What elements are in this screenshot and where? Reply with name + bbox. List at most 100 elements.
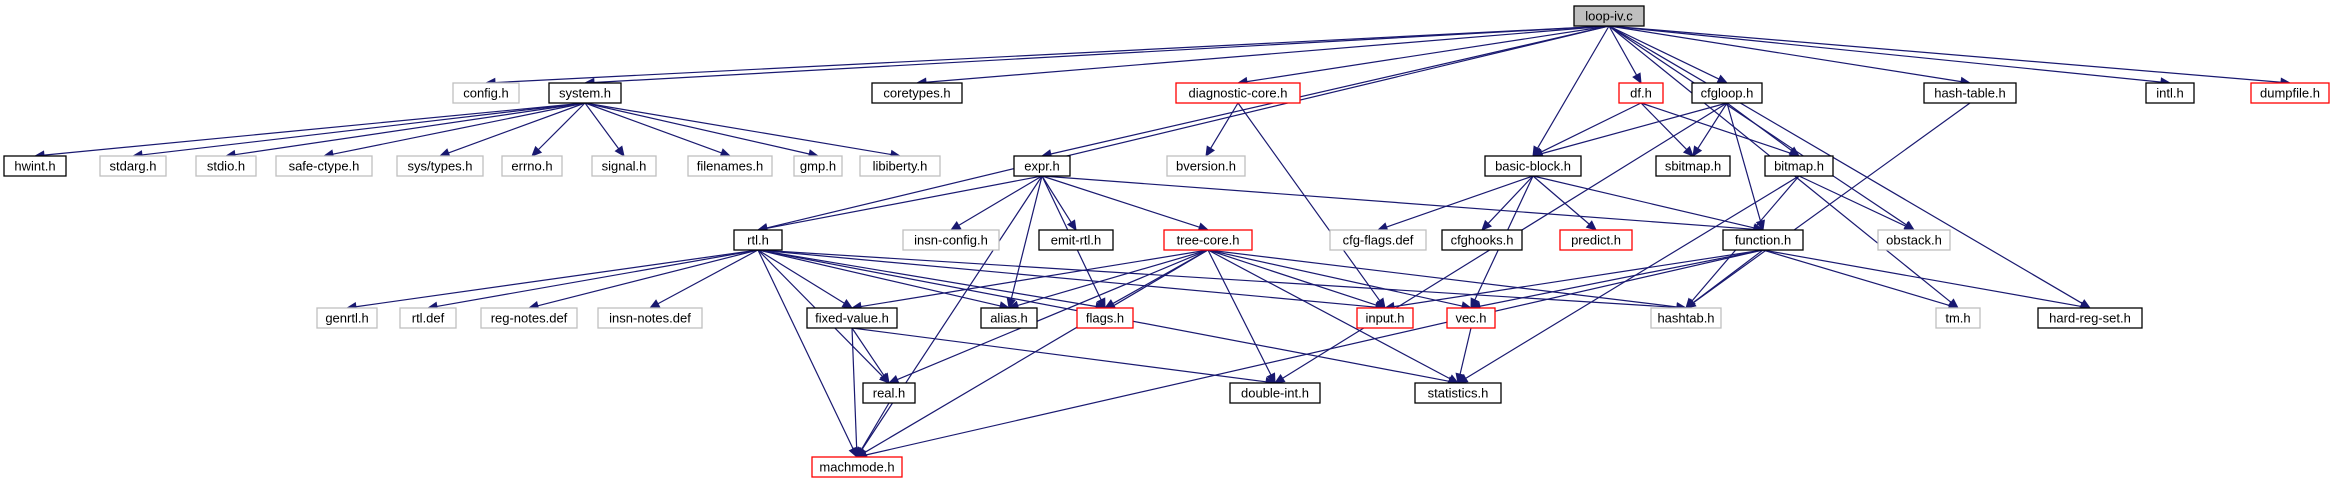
node-label: intl.h <box>2156 86 2183 101</box>
edge-system-h-to-stdarg-h <box>141 102 586 156</box>
node-bversion-h: bversion.h <box>1166 155 1246 177</box>
node-hwint-h[interactable]: hwint.h <box>3 155 67 177</box>
node-df-h[interactable]: df.h <box>1618 82 1664 104</box>
node-diagnostic-core-h[interactable]: diagnostic-core.h <box>1175 82 1301 104</box>
node-box <box>1573 5 1645 27</box>
node-reg-notes-def: reg-notes.def <box>480 307 578 329</box>
node-cfgloop-h[interactable]: cfgloop.h <box>1691 82 1763 104</box>
node-coretypes-h[interactable]: coretypes.h <box>871 82 963 104</box>
edge-loop-iv-c-to-config-h <box>494 25 1610 84</box>
edge-rtl-h-to-machmode-h <box>757 249 854 450</box>
edge-arrowhead <box>856 446 866 459</box>
node-box <box>195 155 257 177</box>
node-box <box>1618 82 1664 104</box>
edge-loop-iv-c-to-intl-h <box>1608 25 2162 83</box>
edge-arrowhead <box>887 374 900 384</box>
edge-bitmap-h-to-obstack-h <box>1798 175 1907 227</box>
node-label: hash-table.h <box>1934 86 2006 101</box>
node-filenames-h: filenames.h <box>687 155 773 177</box>
node-box <box>1076 307 1134 329</box>
edge-expr-h-to-tree-core-h <box>1041 175 1200 228</box>
edge-loop-iv-c-to-system-h <box>593 25 1610 84</box>
node-box <box>1655 155 1731 177</box>
node-stdio-h: stdio.h <box>195 155 257 177</box>
edge-system-h-to-hwint-h <box>43 102 586 156</box>
node-cfghooks-h[interactable]: cfghooks.h <box>1441 229 1523 251</box>
edge-df-h-to-sbitmap-h <box>1640 102 1688 150</box>
node-obstack-h: obstack.h <box>1877 229 1951 251</box>
node-box <box>1356 307 1414 329</box>
node-label: signal.h <box>602 159 647 174</box>
edge-rtl-h-to-reg-notes-def <box>537 249 759 307</box>
node-statistics-h[interactable]: statistics.h <box>1414 382 1502 404</box>
node-hash-table-h[interactable]: hash-table.h <box>1923 82 2017 104</box>
node-box <box>1764 155 1834 177</box>
node-label: stdarg.h <box>110 159 157 174</box>
edge-fixed-value-h-to-real-h <box>851 327 885 376</box>
edge-rtl-h-to-genrtl-h <box>355 249 759 308</box>
edge-basic-block-h-to-cfg-flags-def <box>1386 175 1534 228</box>
edge-system-h-to-safe-ctype-h <box>332 102 586 155</box>
edge-arrowhead <box>1585 220 1597 231</box>
edge-bitmap-h-to-statistics-h <box>1465 175 1800 379</box>
edge-real-h-to-machmode-h <box>861 402 890 450</box>
node-basic-block-h[interactable]: basic-block.h <box>1484 155 1582 177</box>
node-label: cfg-flags.def <box>1343 233 1414 248</box>
node-label: loop-iv.c <box>1585 9 1633 24</box>
node-sbitmap-h[interactable]: sbitmap.h <box>1655 155 1731 177</box>
node-alias-h[interactable]: alias.h <box>980 307 1038 329</box>
edge-layer <box>33 25 2292 460</box>
node-predict-h[interactable]: predict.h <box>1559 229 1633 251</box>
node-label: hashtab.h <box>1657 311 1714 326</box>
node-label: system.h <box>559 86 611 101</box>
edge-basic-block-h-to-function-h <box>1532 175 1755 229</box>
edge-arrowhead <box>1066 219 1077 232</box>
node-box <box>687 155 773 177</box>
edge-system-h-to-gmp-h <box>584 102 810 155</box>
edge-function-h-to-vec-h <box>1479 249 1764 307</box>
edge-loop-iv-c-to-basic-block-h <box>1537 25 1610 149</box>
node-box <box>902 229 1000 251</box>
node-label: cfgloop.h <box>1701 86 1754 101</box>
node-input-h[interactable]: input.h <box>1356 307 1414 329</box>
edge-arrowhead <box>1103 299 1116 309</box>
node-dumpfile-h[interactable]: dumpfile.h <box>2250 82 2330 104</box>
node-libiberty-h: libiberty.h <box>859 155 941 177</box>
node-real-h[interactable]: real.h <box>862 382 916 404</box>
node-label: expr.h <box>1024 159 1059 174</box>
edge-vec-h-to-statistics-h <box>1459 327 1472 375</box>
node-intl-h[interactable]: intl.h <box>2145 82 2195 104</box>
edge-arrowhead <box>1632 72 1642 85</box>
edge-loop-iv-c-to-hard-reg-set-h <box>1608 25 2083 304</box>
node-label: hwint.h <box>14 159 55 174</box>
node-emit-rtl-h[interactable]: emit-rtl.h <box>1038 229 1114 251</box>
node-label: double-int.h <box>1241 386 1309 401</box>
node-flags-h[interactable]: flags.h <box>1076 307 1134 329</box>
node-fixed-value-h[interactable]: fixed-value.h <box>806 307 898 329</box>
node-label: basic-block.h <box>1495 159 1571 174</box>
node-expr-h[interactable]: expr.h <box>1013 155 1071 177</box>
node-genrtl-h: genrtl.h <box>316 307 378 329</box>
node-bitmap-h[interactable]: bitmap.h <box>1764 155 1834 177</box>
node-label: fixed-value.h <box>815 311 889 326</box>
node-label: insn-config.h <box>914 233 988 248</box>
node-function-h[interactable]: function.h <box>1722 229 1804 251</box>
node-box <box>1923 82 2017 104</box>
node-vec-h[interactable]: vec.h <box>1446 307 1496 329</box>
node-double-int-h[interactable]: double-int.h <box>1229 382 1321 404</box>
node-label: bitmap.h <box>1774 159 1824 174</box>
node-machmode-h[interactable]: machmode.h <box>811 456 903 478</box>
node-system-h[interactable]: system.h <box>548 82 622 104</box>
node-box <box>548 82 622 104</box>
edge-rtl-h-to-hashtab-h <box>757 249 1678 309</box>
node-label: flags.h <box>1086 311 1124 326</box>
node-hard-reg-set-h[interactable]: hard-reg-set.h <box>2037 307 2143 329</box>
edge-function-h-to-hashtab-h <box>1692 249 1764 304</box>
node-rtl-h[interactable]: rtl.h <box>733 229 783 251</box>
edge-arrowhead <box>648 299 661 309</box>
edge-rtl-h-to-insn-notes-def <box>657 249 759 305</box>
edge-system-h-to-filenames-h <box>584 102 722 154</box>
node-tree-core-h[interactable]: tree-core.h <box>1163 229 1253 251</box>
node-box <box>1877 229 1951 251</box>
